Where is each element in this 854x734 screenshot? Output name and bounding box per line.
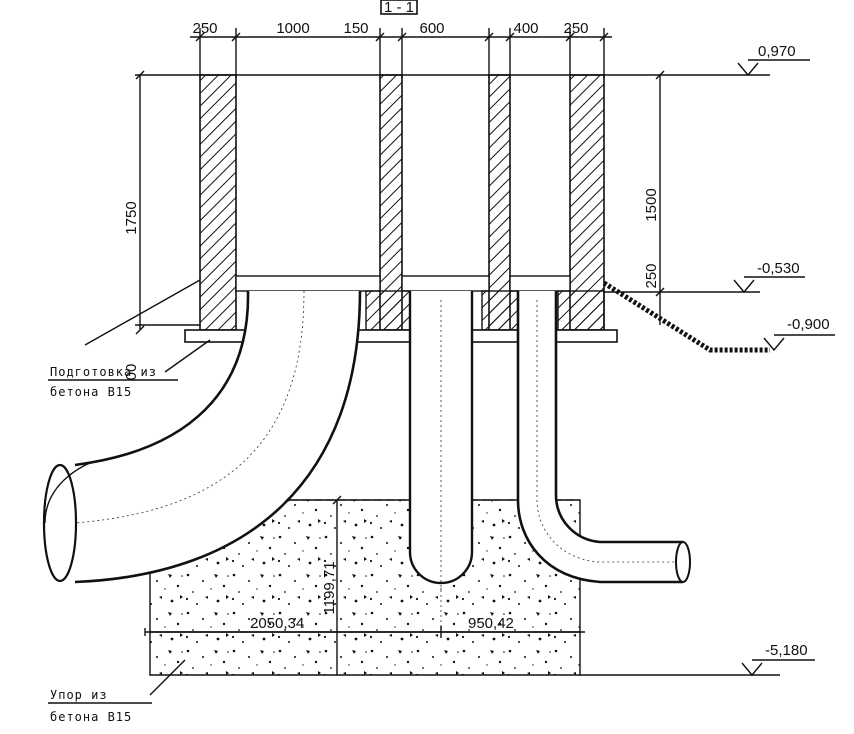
section-title: 1 - 1: [380, 0, 418, 16]
svg-text:1750: 1750: [123, 201, 140, 234]
svg-text:1199,71: 1199,71: [321, 561, 338, 614]
dim-150: 150: [343, 20, 368, 37]
svg-text:2050,34: 2050,34: [250, 615, 304, 632]
block-dimensions: 1199,71 2050,34 950,42: [144, 495, 585, 675]
svg-text:Упор из: Упор из: [50, 688, 108, 702]
level-marker-0900: -0,900: [763, 316, 835, 352]
svg-text:-5,180: -5,180: [765, 642, 808, 659]
svg-text:0,970: 0,970: [758, 43, 796, 60]
svg-text:1500: 1500: [643, 188, 660, 221]
svg-text:-0,530: -0,530: [757, 260, 800, 277]
left-pipe-elbow: [42, 290, 362, 584]
dim-250-left: 250: [192, 20, 217, 37]
svg-text:950,42: 950,42: [468, 615, 514, 632]
dim-1500-250: 1500 250: [643, 70, 665, 325]
svg-text:Подготовка из: Подготовка из: [50, 365, 157, 379]
dim-1000: 1000: [276, 20, 309, 37]
ground-slope: [602, 280, 770, 353]
svg-text:1 - 1: 1 - 1: [384, 0, 414, 16]
note-preparation: Подготовка из бетона В15: [48, 365, 178, 399]
svg-text:250: 250: [643, 263, 660, 288]
svg-text:00: 00: [123, 364, 140, 381]
svg-text:бетона В15: бетона В15: [50, 710, 132, 724]
wall-sections: [199, 74, 605, 331]
right-pipe-elbow: [516, 291, 691, 584]
dim-400: 400: [513, 20, 538, 37]
dim-250-right: 250: [563, 20, 588, 37]
top-dimension-chain: 250 1000 150 600 400 250: [190, 20, 612, 78]
level-marker-0530: -0,530: [604, 260, 805, 294]
dim-600: 600: [419, 20, 444, 37]
svg-text:-0,900: -0,900: [787, 316, 830, 333]
level-marker-0970: 0,970: [135, 43, 810, 77]
svg-text:бетона В15: бетона В15: [50, 385, 132, 399]
dim-1750: 1750 00: [123, 70, 145, 381]
note-stop: Упор из бетона В15: [48, 688, 152, 724]
middle-pipe: [408, 291, 474, 634]
level-marker-5180: -5,180: [580, 642, 815, 677]
channel-floor: [235, 275, 605, 331]
leader-lines: [84, 279, 211, 696]
